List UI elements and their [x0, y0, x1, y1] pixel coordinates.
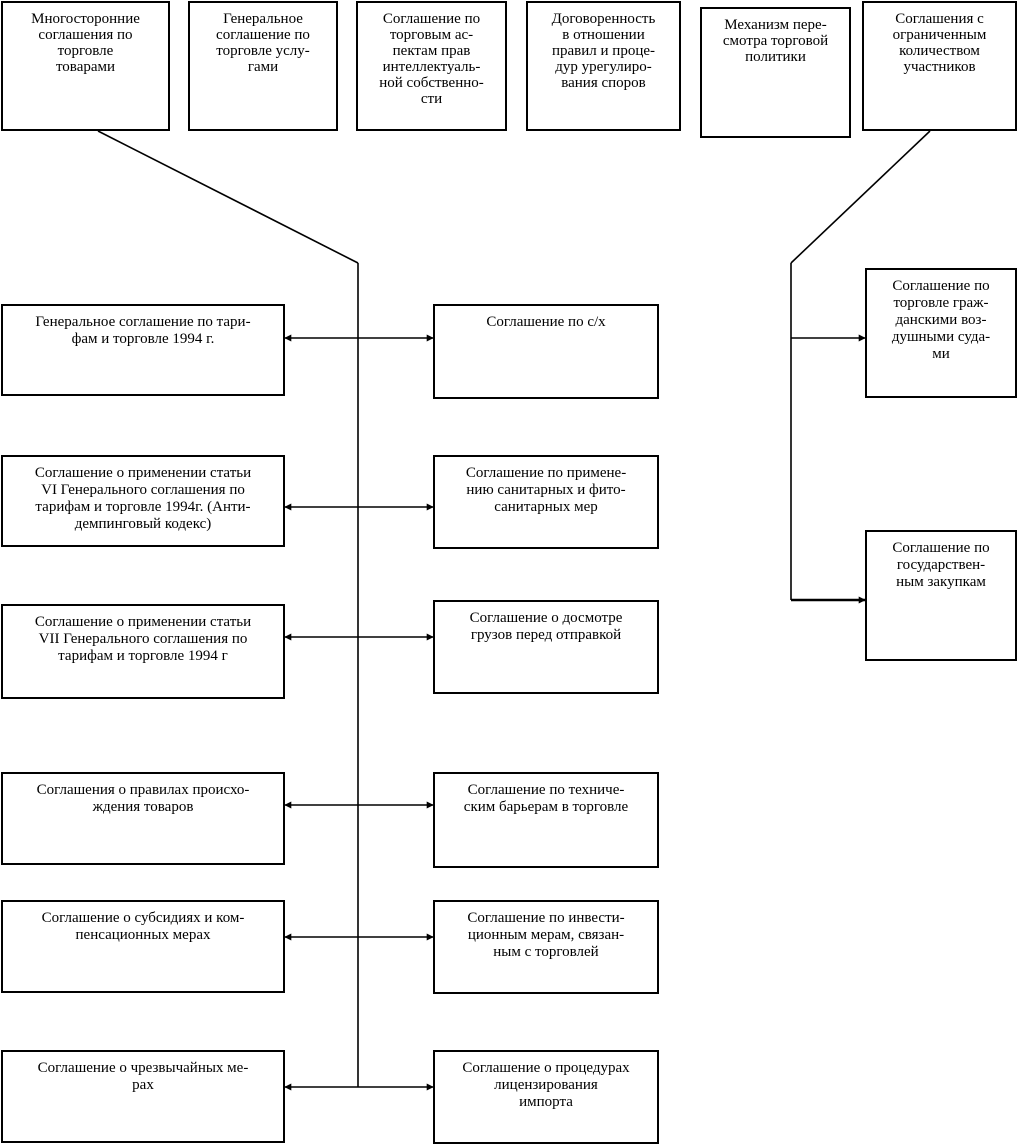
box-label: Соглашение по торговым ас- пектам прав и…	[379, 11, 484, 107]
box-trips: Соглашение по торговым ас- пектам прав и…	[356, 1, 507, 131]
box-label: Соглашение о досмотре грузов перед отпра…	[469, 610, 623, 643]
box-gats: Генеральное соглашение по торговле услу-…	[188, 1, 338, 131]
box-label: Соглашение по с/х	[486, 314, 606, 330]
box-label: Соглашение по государствен- ным закупкам	[892, 540, 990, 590]
box-label: Генеральное соглашение по торговле услу-…	[216, 11, 310, 75]
box-label: Соглашение по торговле граж- данскими во…	[891, 278, 991, 362]
box-tbt: Соглашение по техниче- ским барьерам в т…	[433, 772, 659, 868]
box-customs-valuation: Соглашение о применении статьи VII Генер…	[1, 604, 285, 699]
box-safeguards: Соглашение о чрезвычайных ме- рах	[1, 1050, 285, 1143]
box-antidumping: Соглашение о применении статьи VI Генера…	[1, 455, 285, 547]
box-rules-of-origin: Соглашения о правилах происхо- ждения то…	[1, 772, 285, 865]
box-label: Генеральное соглашение по тари- фам и то…	[35, 314, 251, 347]
box-dispute-settlement: Договоренность в отношении правил и проц…	[526, 1, 681, 131]
box-label: Механизм пере- смотра торговой политики	[722, 17, 829, 65]
box-plurilateral-agreements: Соглашения с ограниченным количеством уч…	[862, 1, 1017, 131]
box-label: Соглашение по техниче- ским барьерам в т…	[463, 782, 629, 815]
box-label: Соглашение по примене- нию санитарных и …	[465, 465, 627, 515]
box-label: Соглашения о правилах происхо- ждения то…	[36, 782, 250, 815]
box-preshipment-inspection: Соглашение о досмотре грузов перед отпра…	[433, 600, 659, 694]
box-subsidies: Соглашение о субсидиях и ком- пенсационн…	[1, 900, 285, 993]
box-label: Договоренность в отношении правил и проц…	[551, 11, 656, 91]
trunk-diagonal	[97, 130, 359, 264]
box-label: Соглашение по инвести- ционным мерам, св…	[467, 910, 625, 960]
box-agriculture: Соглашение по с/х	[433, 304, 659, 399]
box-trade-policy-review: Механизм пере- смотра торговой политики	[700, 7, 851, 138]
box-gatt-1994: Генеральное соглашение по тари- фам и то…	[1, 304, 285, 396]
box-multilateral-goods-agreements: Многосторонние соглашения по торговле то…	[1, 1, 170, 131]
box-label: Соглашение о применении статьи VII Генер…	[34, 614, 252, 664]
box-label: Соглашение о субсидиях и ком- пенсационн…	[41, 910, 245, 943]
box-label: Многосторонние соглашения по торговле то…	[31, 11, 140, 75]
box-civil-aircraft: Соглашение по торговле граж- данскими во…	[865, 268, 1017, 398]
box-government-procurement: Соглашение по государствен- ным закупкам	[865, 530, 1017, 661]
box-trims: Соглашение по инвести- ционным мерам, св…	[433, 900, 659, 994]
box-import-licensing: Соглашение о процедурах лицензирования и…	[433, 1050, 659, 1144]
branch-diagonal	[790, 130, 931, 264]
box-label: Соглашения с ограниченным количеством уч…	[892, 11, 987, 75]
box-label: Соглашение о чрезвычайных ме- рах	[37, 1060, 249, 1093]
box-label: Соглашение о применении статьи VI Генера…	[34, 465, 252, 532]
box-label: Соглашение о процедурах лицензирования и…	[462, 1060, 630, 1110]
box-sps: Соглашение по примене- нию санитарных и …	[433, 455, 659, 549]
